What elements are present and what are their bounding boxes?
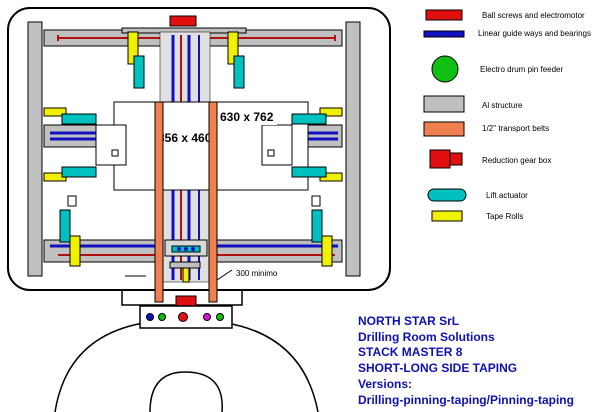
versions-label: Versions: — [358, 377, 413, 391]
operator-arc — [54, 319, 319, 412]
legend-cyan-capsule-icon — [427, 188, 467, 202]
left-clamp — [95, 124, 127, 166]
right-side-frame — [345, 21, 361, 277]
left-side-frame — [27, 21, 43, 277]
lift-actuator-right-upper — [291, 113, 327, 125]
tape-roll-bottom-left — [69, 235, 81, 267]
legend-label-pin-feeder: Electro drum pin feeder — [480, 65, 564, 74]
legend-label-lift-actuator: Lift actuator — [486, 191, 528, 200]
outer-format-label-bg — [217, 107, 277, 125]
lift-actuator-left-upper — [61, 113, 97, 125]
legend-red-bar-icon — [425, 9, 463, 21]
tape-roll-top-right — [227, 31, 239, 65]
versions-list: Drilling-pinning-taping/Pinning-taping — [358, 393, 574, 407]
tape-roll-bottom-right — [321, 235, 333, 267]
tape-roll-left-upper — [43, 107, 67, 117]
legend-label-transport-belts: 1/2'' transport belts — [482, 124, 550, 133]
legend-label-tape-rolls: Tape Rolls — [486, 212, 524, 221]
indicator-green2-icon[interactable] — [216, 313, 224, 321]
indicator-magenta-icon[interactable] — [203, 313, 211, 321]
lift-actuator-right-lower — [291, 166, 327, 178]
lift-actuator-top-left — [133, 55, 145, 89]
legend-gray-bar-icon — [423, 95, 465, 113]
outer-format-label: 630 x 762 — [220, 110, 274, 124]
company-name: NORTH STAR SrL — [358, 314, 460, 328]
lift-actuator-left-lower — [61, 166, 97, 178]
division-name: Drilling Room Solutions — [358, 330, 495, 344]
emergency-button-icon[interactable] — [178, 312, 188, 322]
model-name: STACK MASTER 8 — [358, 345, 463, 359]
inner-format-label: 356 x 460 — [158, 131, 212, 145]
legend-label-al-structure: Al structure — [482, 101, 523, 110]
indicator-blue-icon[interactable] — [146, 313, 154, 321]
legend-gearbox-icon — [429, 149, 451, 169]
transport-belt-right — [208, 101, 218, 303]
legend-label-gear-box: Reduction gear box — [482, 156, 552, 165]
min-distance-label: 300 minimo — [236, 269, 278, 278]
legend-label-linear-guides: Linear guide ways and bearings — [478, 29, 591, 38]
model-description: SHORT-LONG SIDE TAPING — [358, 361, 518, 375]
legend-label-ball-screws: Ball screws and electromotor — [482, 11, 585, 20]
right-clamp — [261, 124, 293, 166]
indicator-green-icon[interactable] — [158, 313, 166, 321]
transport-belt-left — [154, 101, 164, 303]
legend-green-circle-icon — [431, 55, 459, 83]
tape-roll-right-upper — [319, 107, 343, 117]
lift-actuator-top-right — [233, 55, 245, 89]
top-electromotor — [169, 15, 197, 27]
legend-yellow-bar-icon — [431, 210, 463, 222]
operator-position — [149, 371, 223, 412]
reduction-gearbox — [175, 295, 197, 307]
lift-actuator-bottom-right — [311, 209, 323, 243]
lift-actuator-bottom-left — [59, 209, 71, 243]
legend-orange-bar-icon — [423, 121, 465, 137]
legend-blue-bar-icon — [423, 30, 465, 38]
tape-roll-top-left — [127, 31, 139, 65]
dimension-arrow — [216, 269, 233, 281]
